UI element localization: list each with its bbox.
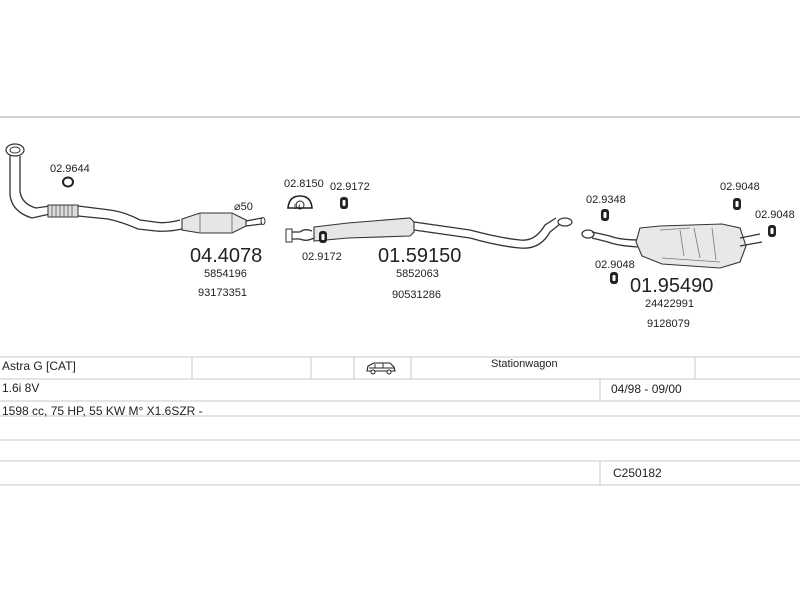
gasket-icon: [287, 195, 313, 209]
pipe-diameter-label: ⌀50: [234, 201, 253, 213]
gasket[interactable]: 02.8150 54: [284, 178, 324, 211]
catalyst-body: [181, 212, 247, 234]
flex-pipe: [47, 204, 79, 218]
hanger-5-label: 02.9048: [755, 209, 795, 221]
vehicle-model: Astra G [CAT]: [2, 359, 76, 373]
station-wagon-icon: [366, 362, 396, 375]
rear-silencer[interactable]: [581, 223, 763, 269]
gasket-ring-label: 54: [294, 205, 301, 211]
inlet-flange-icon: [5, 143, 25, 157]
middle-silencer[interactable]: [285, 217, 573, 249]
hanger-5[interactable]: 02.9048: [755, 209, 795, 237]
clamp-icon: [62, 176, 74, 188]
front-pipe-number: 04.4078: [190, 245, 262, 267]
info-table: [0, 356, 800, 486]
gasket-label: 02.8150: [284, 178, 324, 190]
vehicle-engine: 1.6i 8V: [2, 381, 40, 395]
vehicle-years: 04/98 - 09/00: [611, 382, 682, 396]
front-pipe-ref1: 5854196: [204, 268, 247, 280]
hanger-1[interactable]: 02.9172: [330, 181, 370, 209]
middle-silencer-ref2: 90531286: [392, 289, 441, 301]
rear-silencer-ref1: 24422991: [645, 298, 694, 310]
hanger-3-label: 02.9348: [586, 194, 626, 206]
middle-silencer-ref1: 5852063: [396, 268, 439, 280]
system-code: C250182: [613, 466, 662, 480]
hanger-2[interactable]: 02.9172: [302, 231, 342, 263]
rear-silencer-body: [635, 223, 747, 269]
front-pipe[interactable]: [5, 143, 266, 234]
vehicle-specs: 1598 cc, 75 HP, 55 KW M° X1.6SZR -: [2, 404, 203, 418]
hanger-3[interactable]: 02.9348: [586, 194, 626, 221]
hanger-2-label: 02.9172: [302, 251, 342, 263]
hanger-1-label: 02.9172: [330, 181, 370, 193]
hanger-4[interactable]: 02.9048: [720, 181, 760, 210]
rear-silencer-number: 01.95490: [630, 275, 713, 297]
hanger-4-label: 02.9048: [720, 181, 760, 193]
clamp-1-label: 02.9644: [50, 163, 90, 175]
vehicle-body-type: Stationwagon: [491, 358, 558, 370]
hanger-6[interactable]: 02.9048: [595, 259, 635, 284]
rear-silencer-ref2: 9128079: [647, 318, 690, 330]
hanger-6-label: 02.9048: [595, 259, 635, 271]
front-pipe-ref2: 93173351: [198, 287, 247, 299]
middle-silencer-body: [313, 217, 415, 242]
clamp-1[interactable]: 02.9644: [50, 163, 90, 188]
middle-silencer-number: 01.59150: [378, 245, 461, 267]
